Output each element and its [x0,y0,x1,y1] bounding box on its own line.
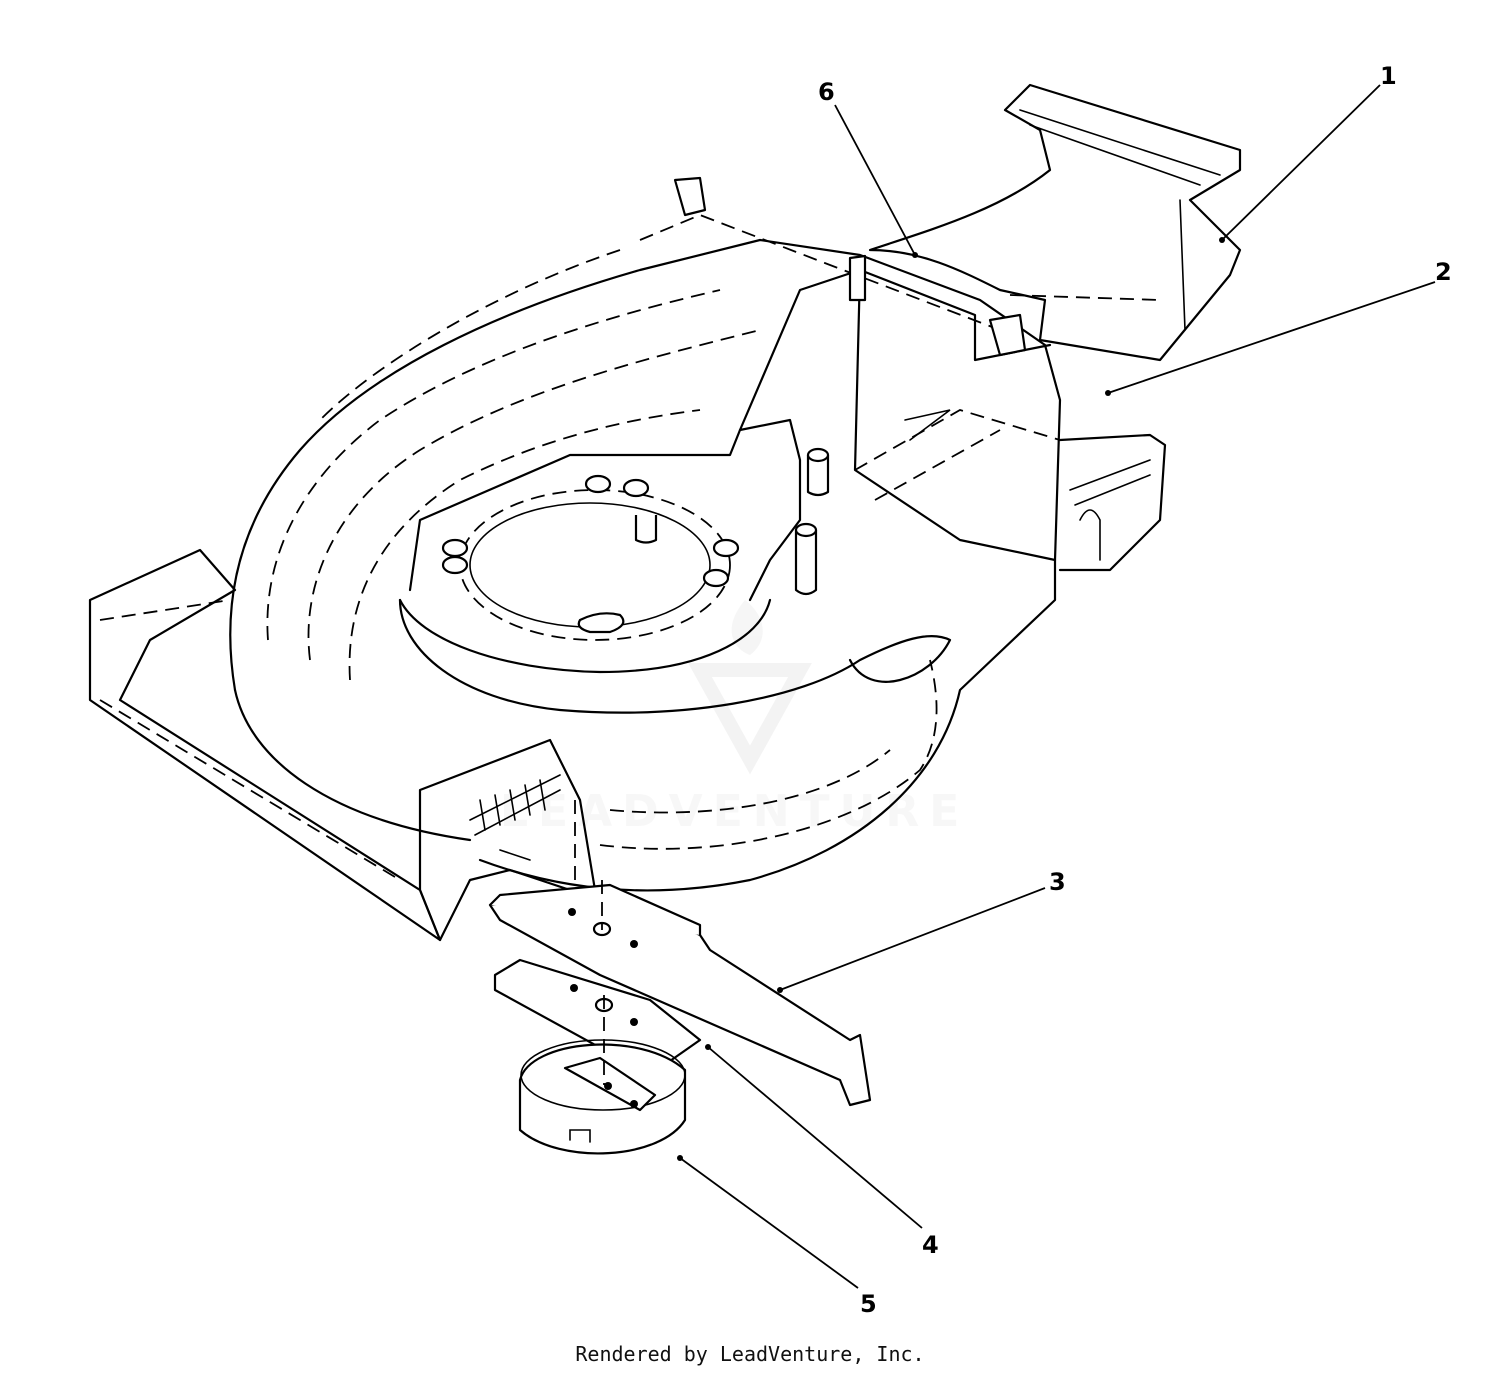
callout-labels: 1 6 2 3 4 5 [818,62,1452,1318]
watermark-logo: LEADVENTURE [500,600,969,837]
wheel-bracket-front [418,738,597,942]
watermark-text: LEADVENTURE [500,786,969,837]
callout-1: 1 [1380,62,1397,90]
credit-text: Rendered by LeadVenture, Inc. [575,1342,925,1366]
callout-5: 5 [860,1290,877,1318]
callout-2: 2 [1435,258,1452,286]
latch-tab-left [673,176,707,217]
wheel-bracket-rear [1058,433,1167,572]
mounting-bolts [441,474,740,634]
front-bumper [88,548,442,942]
leader-lines [677,84,1436,1289]
mower-deck [88,176,1167,942]
latch-tab-right [988,313,1027,357]
height-posts [634,447,830,596]
callout-4: 4 [922,1231,939,1259]
callout-3: 3 [1049,868,1066,896]
discharge-chute [868,83,1242,362]
blade [488,883,872,1107]
blade-cup [518,1039,687,1155]
callout-6: 6 [818,78,835,106]
